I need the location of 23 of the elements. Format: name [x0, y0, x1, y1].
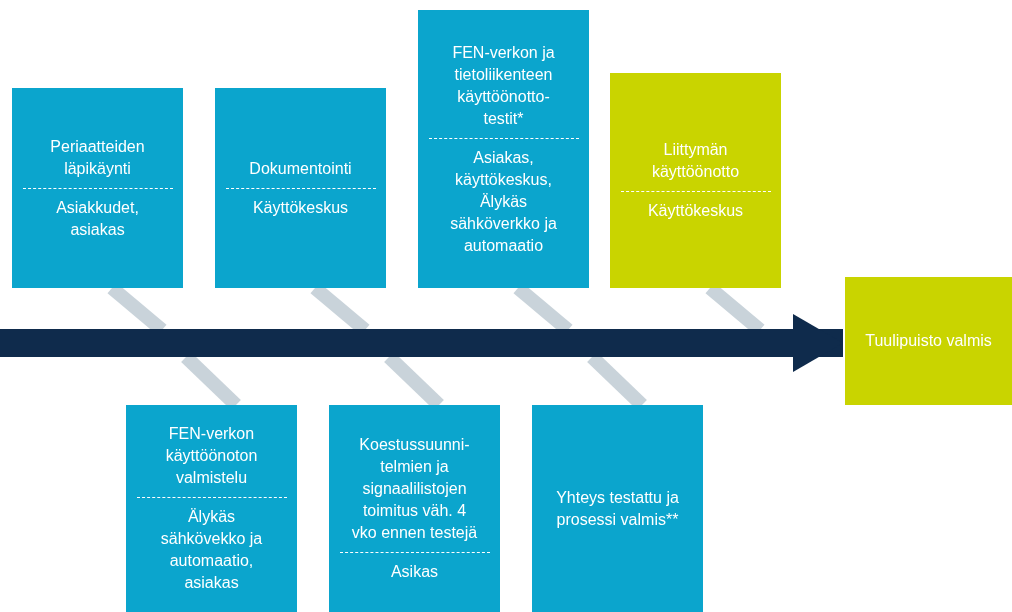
goal-box	[845, 277, 1012, 405]
responsible-party: Käyttökeskus	[647, 201, 744, 221]
responsible-party: Asiakkudet, asiakas	[55, 197, 140, 240]
responsible-party: Älykäs sähkövekko ja automaatio, asiakas	[159, 507, 264, 593]
task-box	[215, 88, 386, 288]
task-title: Dokumentointi	[249, 158, 352, 179]
task-box	[329, 405, 500, 612]
timeline-arrow	[0, 314, 843, 372]
responsible-party: Asiakas, käyttökeskus, Älykäs sähköverkko ja automaatio	[449, 147, 558, 256]
task-title: Yhteys testattu ja prosessi valmis**	[555, 487, 680, 530]
task-box	[126, 405, 297, 612]
task-box	[610, 73, 781, 288]
task-title: Periaatteiden läpikäynti	[49, 136, 146, 179]
task-box	[418, 10, 589, 288]
task-box	[532, 405, 703, 612]
task-title: Tuulipuisto valmis	[865, 331, 992, 351]
task-title: FEN-verkon ja tietoliikenteen käyttöönotto-testit*	[451, 42, 556, 129]
task-title: Liittymän käyttöönotto	[650, 140, 741, 182]
task-title: Koestussuunni-telmien ja signaalilistojen toimitus väh. 4 vko ennen testejä	[350, 435, 479, 543]
responsible-party: Käyttökeskus	[252, 197, 349, 218]
responsible-party: Asikas	[390, 562, 439, 582]
task-title: FEN-verkon käyttöönoton valmistelu	[164, 424, 259, 488]
task-box	[12, 88, 183, 288]
